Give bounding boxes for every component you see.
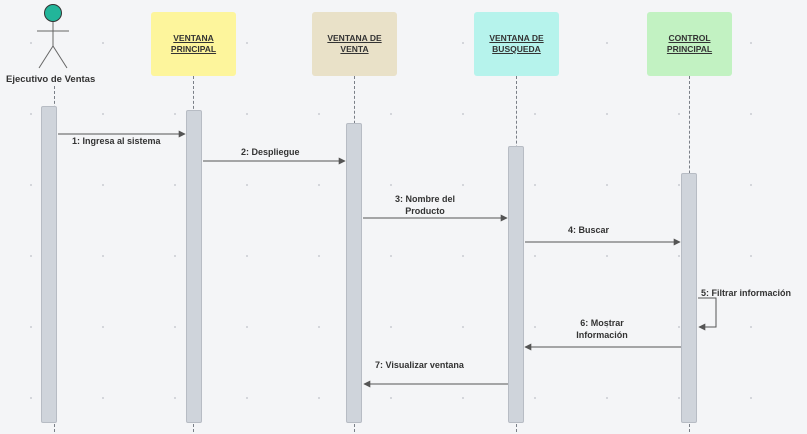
participant-control-principal[interactable]: CONTROL PRINCIPAL <box>647 12 732 76</box>
grid-dot <box>246 184 248 186</box>
grid-dot <box>30 184 32 186</box>
grid-dot <box>678 113 680 115</box>
grid-dot <box>606 113 608 115</box>
grid-dot <box>678 397 680 399</box>
grid-dot <box>534 184 536 186</box>
activation-bar-control-principal[interactable] <box>681 173 697 423</box>
grid-dot <box>318 184 320 186</box>
grid-dot <box>462 184 464 186</box>
grid-dot <box>246 326 248 328</box>
grid-dot <box>30 113 32 115</box>
grid-dot <box>318 255 320 257</box>
grid-dot <box>534 113 536 115</box>
grid-dot <box>102 326 104 328</box>
grid-dot <box>534 255 536 257</box>
grid-dot <box>174 326 176 328</box>
grid-dot <box>30 255 32 257</box>
grid-dot <box>390 255 392 257</box>
grid-dot <box>102 42 104 44</box>
message-2-label: 2: Despliegue <box>241 147 300 157</box>
message-7-label: 7: Visualizar ventana <box>375 360 464 370</box>
grid-dot <box>678 326 680 328</box>
message-4-label: 4: Buscar <box>568 225 610 235</box>
grid-dot <box>750 42 752 44</box>
grid-dot <box>30 326 32 328</box>
grid-dot <box>102 184 104 186</box>
grid-dot <box>390 397 392 399</box>
grid-dot <box>750 113 752 115</box>
grid-dot <box>462 42 464 44</box>
grid-dot <box>318 113 320 115</box>
grid-dot <box>606 42 608 44</box>
grid-dot <box>462 255 464 257</box>
participant-ventana-principal[interactable]: VENTANA PRINCIPAL <box>151 12 236 76</box>
grid-dot <box>462 397 464 399</box>
grid-dot <box>606 326 608 328</box>
grid-dot <box>750 326 752 328</box>
message-5-self-arrow <box>698 297 717 331</box>
message-6-label: 6: Mostrar Información <box>576 318 628 340</box>
actor-label: Ejecutivo de Ventas <box>6 74 96 85</box>
grid-dot <box>390 326 392 328</box>
grid-dot <box>246 397 248 399</box>
message-1-label: 1: Ingresa al sistema <box>72 136 161 146</box>
grid-dot <box>102 113 104 115</box>
grid-dot <box>102 397 104 399</box>
grid-dot <box>30 42 32 44</box>
grid-dot <box>102 255 104 257</box>
grid-dot <box>30 397 32 399</box>
grid-dot <box>678 255 680 257</box>
grid-dot <box>174 255 176 257</box>
message-5-label: 5: Filtrar información <box>701 288 792 298</box>
activation-bar-actor[interactable] <box>41 106 57 423</box>
grid-dot <box>606 184 608 186</box>
message-3-label: 3: Nombre del Producto <box>394 194 455 216</box>
grid-dot <box>174 184 176 186</box>
grid-dot <box>318 397 320 399</box>
grid-dot <box>318 326 320 328</box>
grid-dot <box>390 184 392 186</box>
grid-dot <box>534 397 536 399</box>
grid-dot <box>606 255 608 257</box>
grid-dot <box>246 42 248 44</box>
grid-dot <box>390 113 392 115</box>
activation-bar-ventana-principal[interactable] <box>186 110 202 423</box>
grid-dot <box>750 255 752 257</box>
grid-dot <box>174 113 176 115</box>
grid-dot <box>750 397 752 399</box>
grid-dot <box>246 255 248 257</box>
grid-dot <box>174 397 176 399</box>
grid-dot <box>462 113 464 115</box>
grid-dot <box>750 184 752 186</box>
activation-bar-ventana-de-busqueda[interactable] <box>508 146 524 423</box>
activation-bar-ventana-de-venta[interactable] <box>346 123 362 423</box>
grid-dot <box>678 184 680 186</box>
grid-dot <box>534 326 536 328</box>
grid-dot <box>462 326 464 328</box>
actor-stick-figure-icon <box>37 4 69 69</box>
grid-dot <box>246 113 248 115</box>
participant-ventana-de-busqueda[interactable]: VENTANA DE BUSQUEDA <box>474 12 559 76</box>
grid-dot <box>606 397 608 399</box>
participant-ventana-de-venta[interactable]: VENTANA DE VENTA <box>312 12 397 76</box>
